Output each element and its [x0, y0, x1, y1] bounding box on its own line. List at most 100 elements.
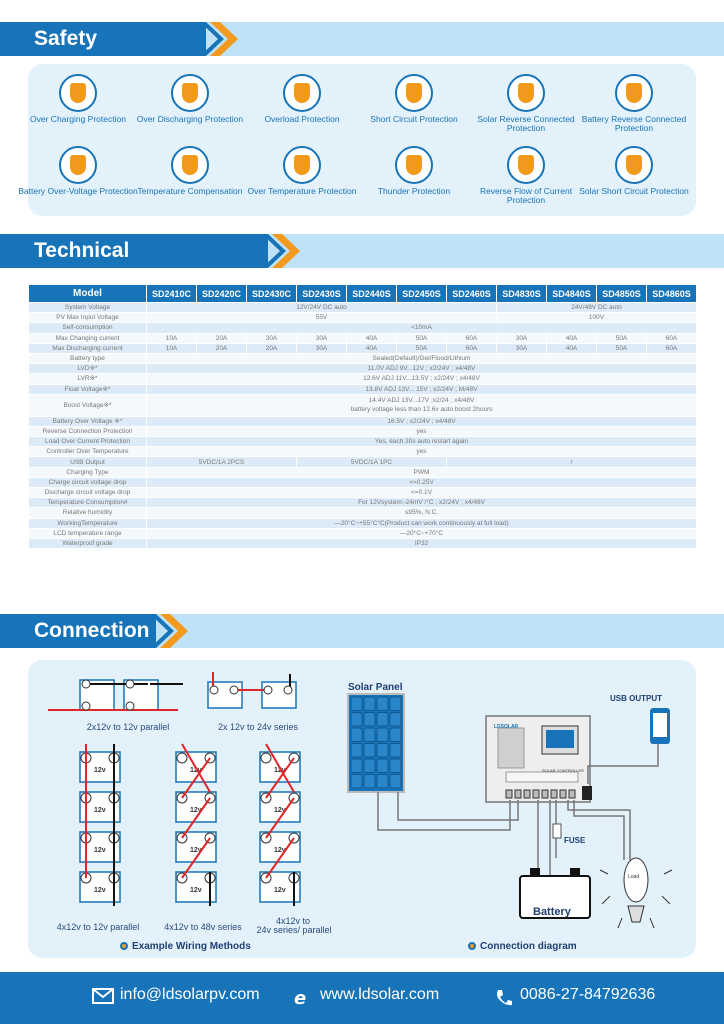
- mail-icon: [92, 988, 114, 1004]
- solar-cell: [376, 743, 389, 758]
- table-cell: 30A: [496, 342, 547, 354]
- tech-section-header: Technical specifications: [0, 234, 724, 296]
- battery-label: 12v: [94, 887, 106, 894]
- solar-cell: [376, 696, 389, 711]
- row-label: Boost Voltage※*: [28, 393, 147, 417]
- table-row: Battery Over Voltage ※*16.5V ; x2/24V ; …: [28, 415, 697, 427]
- table-row: Charge circuit voltage drop<=0.25V: [28, 476, 697, 489]
- table-cell: 20A: [196, 332, 247, 344]
- wire: [265, 837, 295, 879]
- wire: [181, 743, 211, 793]
- table-cell: 100V: [496, 312, 697, 324]
- row-label: LCD temperature range: [28, 527, 147, 539]
- table-cell: 30A: [496, 332, 547, 344]
- table-cell: /: [446, 456, 697, 468]
- caption-parallel2: 2x12v to 12v parallel: [86, 722, 170, 732]
- table-row: Self-consumption<10mA: [28, 322, 697, 334]
- solar-cell: [389, 712, 402, 727]
- wire: [265, 797, 295, 839]
- protection-label: Temperature Compensation: [137, 186, 243, 196]
- protection-item: Solar Reverse Connected Protection: [466, 74, 586, 133]
- cell-line: battery voltage less than 12.6v auto boo…: [350, 406, 493, 414]
- row-label: System Voltage: [28, 301, 147, 314]
- wire: [181, 837, 211, 879]
- terminal: [532, 789, 540, 799]
- protection-label: Reverse Flow of Current Protection: [479, 186, 573, 205]
- protection-label: Solar Reverse Connected Protection: [477, 114, 575, 133]
- model-column-header: SD2420C: [196, 284, 247, 303]
- table-cell: ≤95%, N.C.: [146, 507, 697, 519]
- battery-label: Battery: [533, 906, 571, 918]
- table-cell: 50A: [396, 342, 447, 354]
- table-cell: —20°C~+70°C: [146, 527, 697, 539]
- shield-icon: [615, 146, 653, 184]
- solar-cell: [350, 696, 363, 711]
- cell-line: 14.4V ADJ 13V...17V ;x2/24 ; x4/48V: [368, 397, 475, 405]
- row-label: Relative humidity: [28, 507, 147, 519]
- table-row: Boost Voltage※* 14.4V ADJ 13V...17V ;x2/2…: [28, 393, 697, 417]
- terminal: [505, 789, 513, 799]
- wire: [265, 757, 295, 799]
- table-cell: 60A: [446, 342, 497, 354]
- row-label: Discharge circuit voltage drop: [28, 486, 147, 499]
- connection-diagram: [347, 693, 673, 929]
- battery-label: 12v: [94, 847, 106, 854]
- row-label: Float Voltage※*: [28, 383, 147, 395]
- model-column-header: SD4830S: [496, 284, 547, 303]
- controller-brand: LDSOLAR: [494, 724, 519, 730]
- footer-phone[interactable]: 0086-27-84792636: [520, 986, 656, 1003]
- terminal: [514, 789, 522, 799]
- table-row: Relative humidity≤95%, N.C.: [28, 507, 697, 519]
- protection-label: Over Discharging Protection: [136, 114, 244, 124]
- table-cell: 30A: [296, 342, 347, 354]
- model-column-header: SD4850S: [596, 284, 647, 303]
- table-row: Temperature Consumption#For 12Vsystem:-2…: [28, 497, 697, 509]
- model-column-header: SD4860S: [646, 284, 697, 303]
- table-cell: 30A: [296, 332, 347, 344]
- shield-icon: [507, 146, 545, 184]
- footer-email[interactable]: info@ldsolarpv.com: [120, 986, 260, 1003]
- table-cell: 30A: [246, 332, 297, 344]
- shield-icon: [59, 74, 97, 112]
- table-cell: 40A: [346, 332, 397, 344]
- solar-cell: [389, 727, 402, 742]
- shield-icon: [283, 74, 321, 112]
- protection-label: Over Temperature Protection: [247, 186, 357, 196]
- model-header: Model: [28, 284, 147, 303]
- protection-item: Over Discharging Protection: [130, 74, 250, 124]
- table-cell: For 12Vsystem:-24mV /°C ; x2/24V ; x4/48…: [146, 497, 697, 509]
- bullet-icon: [120, 942, 128, 950]
- table-cell: <10mA: [146, 322, 697, 334]
- caption-parallel4: 4x12v to 12v parallel: [56, 922, 140, 932]
- terminal: [550, 789, 558, 799]
- model-column-header: SD4840S: [546, 284, 597, 303]
- protection-item: Battery Reverse Connected Protection: [574, 74, 694, 133]
- footer-website[interactable]: www.ldsolar.com: [320, 986, 440, 1003]
- solar-cell: [389, 774, 402, 789]
- battery-label: 12v: [190, 887, 202, 894]
- model-column-header: SD2450S: [396, 284, 447, 303]
- model-column-header: SD2440S: [346, 284, 397, 303]
- table-cell: 60A: [446, 332, 497, 344]
- table-cell: 40A: [346, 342, 397, 354]
- table-cell: IP32: [146, 537, 697, 550]
- row-label: Charge circuit voltage drop: [28, 476, 147, 489]
- footer: info@ldsolarpv.com e www.ldsolar.com 008…: [0, 972, 724, 1024]
- fuse-label: FUSE: [564, 836, 586, 845]
- table-cell: Yes, each 30s auto restart again: [146, 436, 697, 448]
- solar-cell: [363, 696, 376, 711]
- protection-label: Overload Protection: [264, 114, 340, 124]
- protection-label: Battery Over-Voltage Protection: [18, 186, 138, 196]
- table-cell: 12V/24V DC auto: [146, 301, 497, 314]
- table-row: LVD※*11.0V ADJ 9V...12V ; x2/24V ; x4/48…: [28, 363, 697, 375]
- safety-section-header: Safety Protection: [0, 22, 724, 84]
- table-row: LVR※*12.6V ADJ 11V...13.5V ; x2/24V ; x4…: [28, 373, 697, 385]
